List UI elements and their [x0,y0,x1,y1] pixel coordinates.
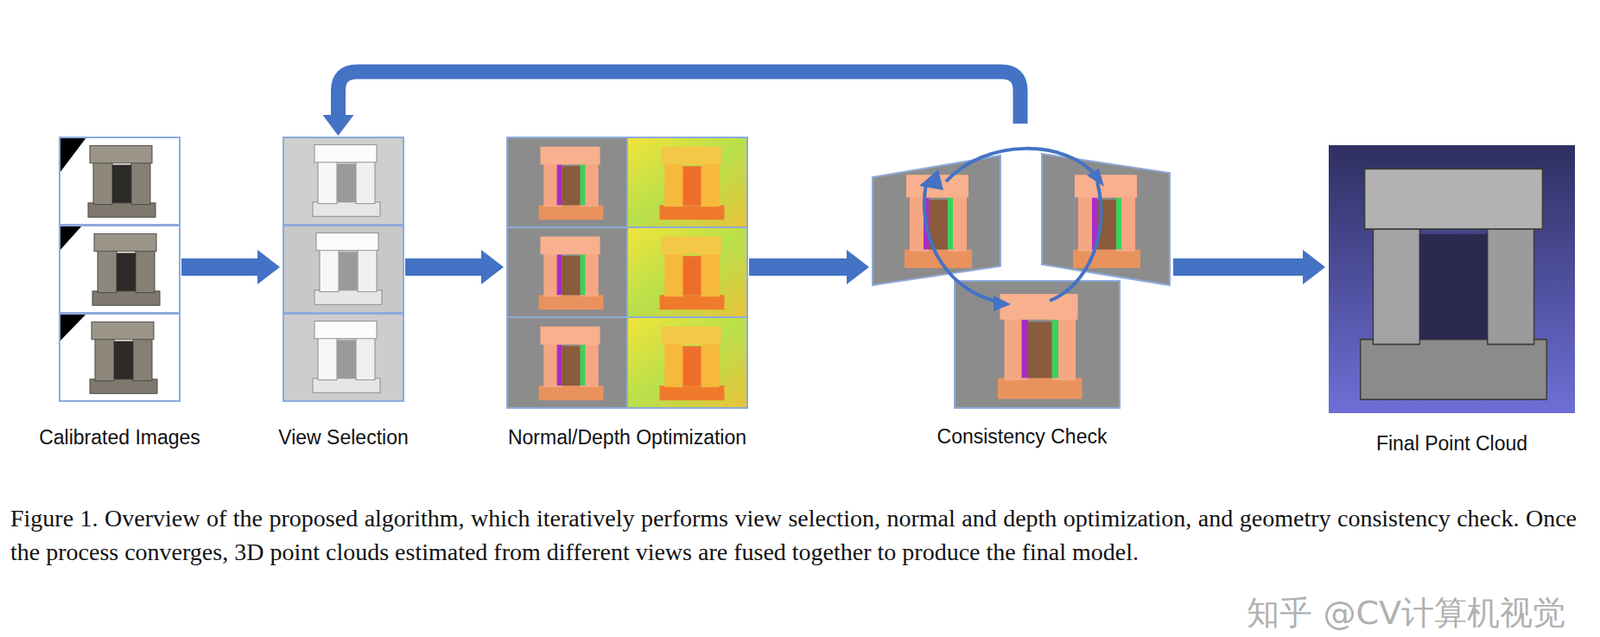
arrow-head [1302,249,1326,285]
stage-label: Normal/Depth Optimization [507,425,747,450]
arrow-head [323,114,355,136]
feedback-arrow-shaft [338,71,1022,124]
arrow-shaft [1173,258,1305,276]
image-panel: Consistency Check [872,142,1172,408]
stage-label: Calibrated Images [38,425,201,450]
arrow-shaft [181,258,260,276]
calibrated-images [59,137,180,401]
arrow-shaft [405,258,483,276]
image-panel: View Selection [283,137,404,401]
final-point-cloud [1328,145,1575,413]
arrow-shaft [749,258,849,276]
view-selection-images [283,137,404,401]
normal-depth-maps [507,137,748,408]
stage-label: Consistency Check [937,425,1108,449]
figure-caption: Figure 1. Overview of the proposed algor… [10,501,1577,569]
flow-arrow [749,249,870,285]
watermark: 知乎 @CV计算机视觉 [1246,590,1566,635]
flow-arrow [1173,249,1326,285]
flow-arrow [405,249,504,285]
stage-label: View Selection [278,425,408,450]
image-panel: Calibrated Images [59,137,180,401]
arrow-head [481,249,504,285]
arrow-head [257,249,280,285]
flow-arrow [323,71,1022,136]
image-panel: Final Point Cloud [1328,145,1575,413]
arrow-head [846,249,870,285]
flow-arrow [181,249,280,285]
stage-label: Final Point Cloud [1376,431,1528,456]
image-panel: Normal/Depth Optimization [507,137,748,408]
consistency-views [872,148,1170,408]
